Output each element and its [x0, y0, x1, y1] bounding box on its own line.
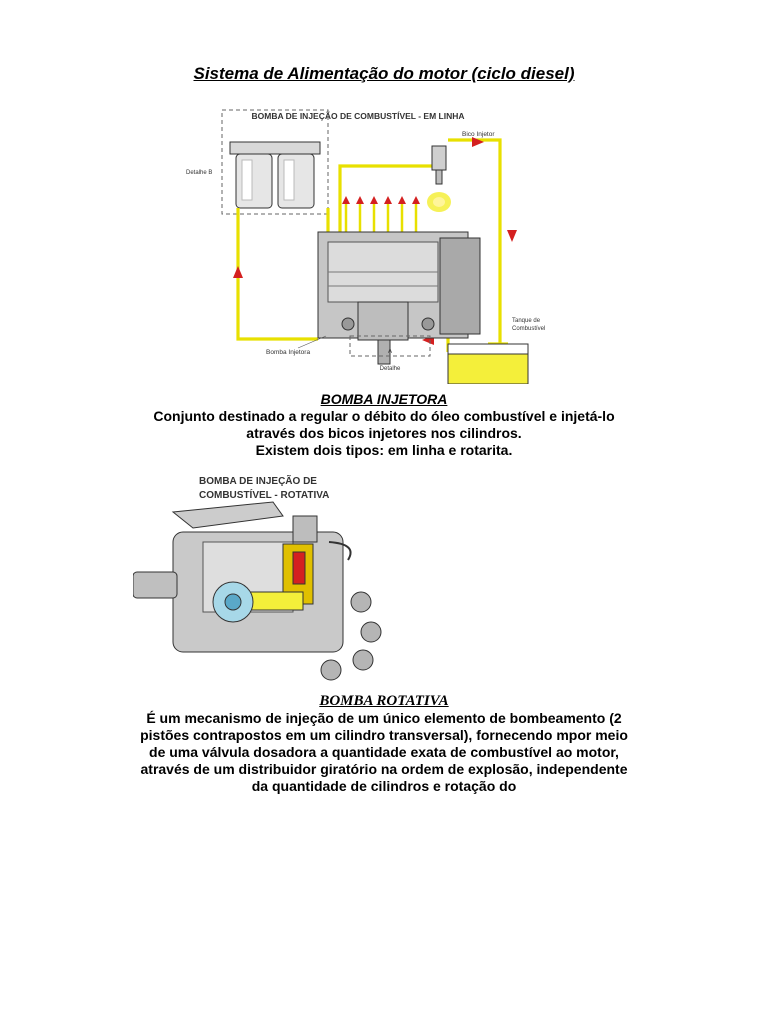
detail-a-box: [349, 335, 431, 357]
label-bico-injetor: Bico Injetor: [462, 131, 495, 138]
injector-arrows: [342, 196, 420, 204]
fuel-tank: [447, 343, 529, 384]
section-text-bomba-injetora: Conjunto destinado a regular o débito do…: [0, 408, 768, 459]
label-bomba-injetora: Bomba Injetora: [266, 349, 310, 356]
text-line: É um mecanismo de injeção de um único el…: [146, 710, 622, 726]
label-tanque-1: Tanque de: [512, 318, 541, 324]
diagram-heading: BOMBA DE INJEÇÃO DE COMBUSTÍVEL - EM LIN…: [252, 111, 465, 121]
text-line: através dos bicos injetores nos cilindro…: [246, 425, 522, 441]
rotary-pump-body: [133, 501, 382, 681]
rotary-heading-1: BOMBA DE INJEÇÃO DE: [199, 474, 317, 487]
text-line: da quantidade de cilindros e rotação do: [251, 778, 517, 794]
label-detalhe-b: Detalhe B: [186, 170, 212, 176]
label-a: A: [388, 349, 392, 355]
text-line: Conjunto destinado a regular o débito do…: [153, 408, 615, 424]
page-title: Sistema de Alimentação do motor (ciclo d…: [193, 64, 575, 83]
text-line: através de um distribuidor giratório na …: [140, 761, 628, 777]
rotary-pump-illustration: BOMBA DE INJEÇÃO DE COMBUSTÍVEL - ROTATI…: [133, 474, 382, 681]
text-line: de uma válvula dosadora a quantidade exa…: [149, 744, 619, 760]
section-heading-bomba-rotativa: BOMBA ROTATIVA: [319, 693, 449, 709]
inline-pump-diagram: BOMBA DE INJEÇÃO DE COMBUSTÍVEL - EM LIN…: [186, 109, 545, 384]
injector-nozzle: [427, 145, 451, 212]
section-heading-bomba-injetora: BOMBA INJETORA: [320, 391, 448, 407]
label-tanque-2: Combustível: [512, 326, 545, 332]
rotary-heading-2: COMBUSTÍVEL - ROTATIVA: [199, 488, 329, 501]
text-line: Existem dois tipos: em linha e rotarita.: [255, 442, 513, 458]
label-detalhe: Detalhe: [380, 366, 401, 372]
text-line: pistões contrapostos em um cilindro tran…: [140, 727, 628, 743]
fuel-filters: [229, 141, 321, 209]
inline-pump-body: [317, 231, 481, 365]
section-text-bomba-rotativa: É um mecanismo de injeção de um único el…: [0, 710, 768, 795]
detail-b-box: [221, 109, 329, 215]
injector-lines: [344, 200, 418, 232]
